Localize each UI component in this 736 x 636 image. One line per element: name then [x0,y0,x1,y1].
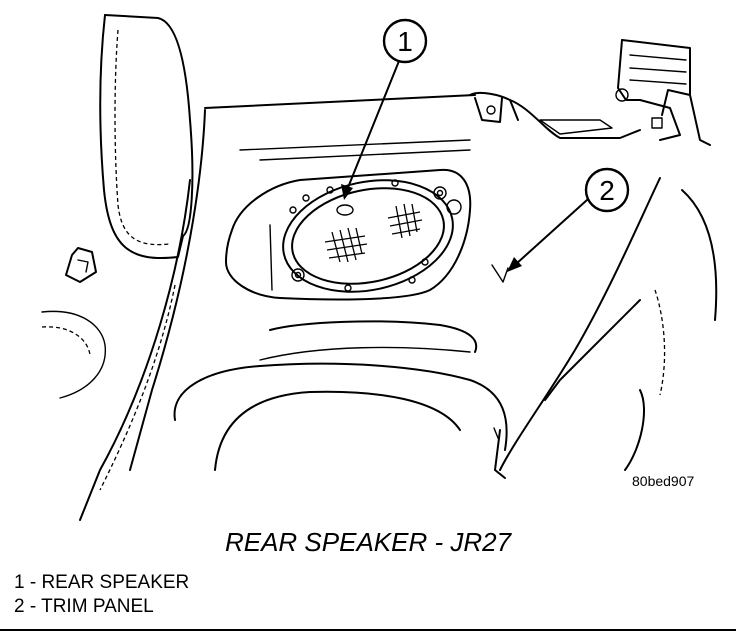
callout-2: 2 [507,167,630,272]
figure-code: 80bed907 [632,473,695,489]
hinge-bracket [615,39,711,146]
svg-text:1: 1 [397,26,413,57]
bottom-rule [0,629,736,631]
legend-item-rear-speaker: 1 - REAR SPEAKER [14,572,190,593]
legend-item-trim-panel: 2 - TRIM PANEL [14,596,154,617]
seat-back [41,14,206,521]
callout-1: 1 [341,18,428,200]
svg-text:2: 2 [599,175,615,206]
trim-panel [173,177,718,479]
seat-latch [65,247,97,283]
speaker-grille [324,203,423,263]
figure-caption: REAR SPEAKER - JR27 [224,527,512,557]
package-shelf [204,91,641,161]
legend: 1 - REAR SPEAKER 2 - TRIM PANEL [14,571,189,619]
speaker-bezel [225,168,472,301]
